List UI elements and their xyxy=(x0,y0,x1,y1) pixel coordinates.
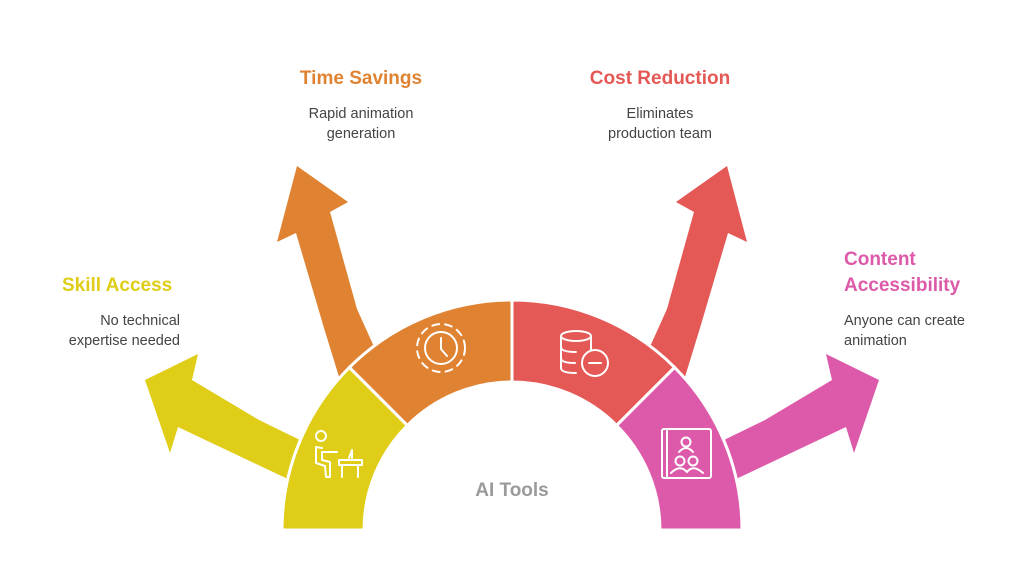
skill-access-description: No technical expertise needed xyxy=(69,312,180,351)
content-accessibility-title: Content Accessibility xyxy=(844,247,960,299)
desc-line: production team xyxy=(608,125,712,142)
segment-content-accessibility xyxy=(614,365,744,532)
arrow-skill-access xyxy=(145,354,300,480)
desc-line: generation xyxy=(326,125,396,142)
skill-access-title: Skill Access xyxy=(62,275,173,296)
content-accessibility-description: Anyone can create animation xyxy=(844,312,965,351)
desc-line: Rapid animation xyxy=(308,106,414,122)
group-presentation-icon xyxy=(661,428,712,479)
title-line: Accessibility xyxy=(844,275,961,296)
desc-line: expertise needed xyxy=(68,332,180,349)
desc-line: animation xyxy=(844,332,907,349)
desc-line: Anyone can create xyxy=(844,313,965,329)
arrow-cost-reduction xyxy=(644,166,747,380)
desc-line: No technical xyxy=(100,313,180,329)
person-at-desk-icon xyxy=(315,430,363,478)
center-label: AI Tools xyxy=(475,480,549,501)
desc-line: Eliminates xyxy=(626,106,694,122)
cost-reduction-title: Cost Reduction xyxy=(589,68,731,89)
time-savings-title: Time Savings xyxy=(299,68,423,89)
arrow-content-accessibility xyxy=(724,354,879,480)
database-minus-icon xyxy=(560,330,609,377)
time-savings-description: Rapid animation generation xyxy=(261,105,461,144)
clock-icon xyxy=(416,323,466,373)
arrow-time-savings xyxy=(277,166,380,380)
cost-reduction-description: Eliminates production team xyxy=(560,105,760,144)
title-line: Content xyxy=(844,249,916,270)
